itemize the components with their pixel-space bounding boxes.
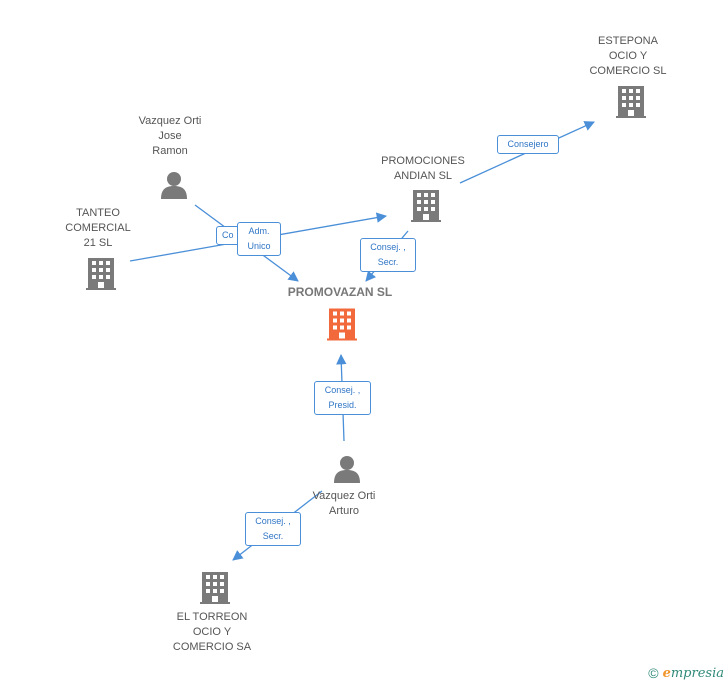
- edge-label-consej-secr-bottom[interactable]: Consej. , Secr.: [245, 512, 301, 546]
- person-icon[interactable]: [334, 456, 360, 483]
- brand-e: e: [662, 665, 671, 681]
- building-icon[interactable]: [86, 258, 116, 290]
- copyright-icon: ©: [648, 665, 659, 681]
- node-label-vazquez-arturo[interactable]: Vazquez Orti Arturo: [312, 490, 376, 517]
- node-label-torreon[interactable]: EL TORREON OCIO Y COMERCIO SA: [172, 611, 252, 653]
- building-icon[interactable]: [411, 190, 441, 222]
- edge-label-consej-presid[interactable]: Consej. , Presid.: [314, 381, 371, 415]
- edge-label-consej-secr-top[interactable]: Consej. , Secr.: [360, 238, 416, 272]
- person-icon[interactable]: [161, 172, 187, 199]
- node-label-estepona[interactable]: ESTEPONA OCIO Y COMERCIO SL: [589, 35, 667, 77]
- building-icon[interactable]: [200, 572, 230, 604]
- edge-label-adm-unico[interactable]: Adm. Unico: [237, 222, 281, 256]
- node-label-promociones[interactable]: PROMOCIONES ANDIAN SL: [381, 155, 465, 182]
- node-label-promovazan[interactable]: PROMOVAZAN SL: [287, 285, 393, 299]
- brand-name: mpresia: [670, 665, 724, 681]
- building-icon[interactable]: [616, 86, 646, 118]
- building-main-icon[interactable]: [327, 308, 357, 341]
- node-label-tanteo[interactable]: TANTEO COMERCIAL 21 SL: [65, 207, 131, 249]
- edge-label-consejero[interactable]: Consejero: [497, 135, 559, 154]
- node-label-vazquez-jose[interactable]: Vazquez Orti Jose Ramon: [138, 115, 202, 157]
